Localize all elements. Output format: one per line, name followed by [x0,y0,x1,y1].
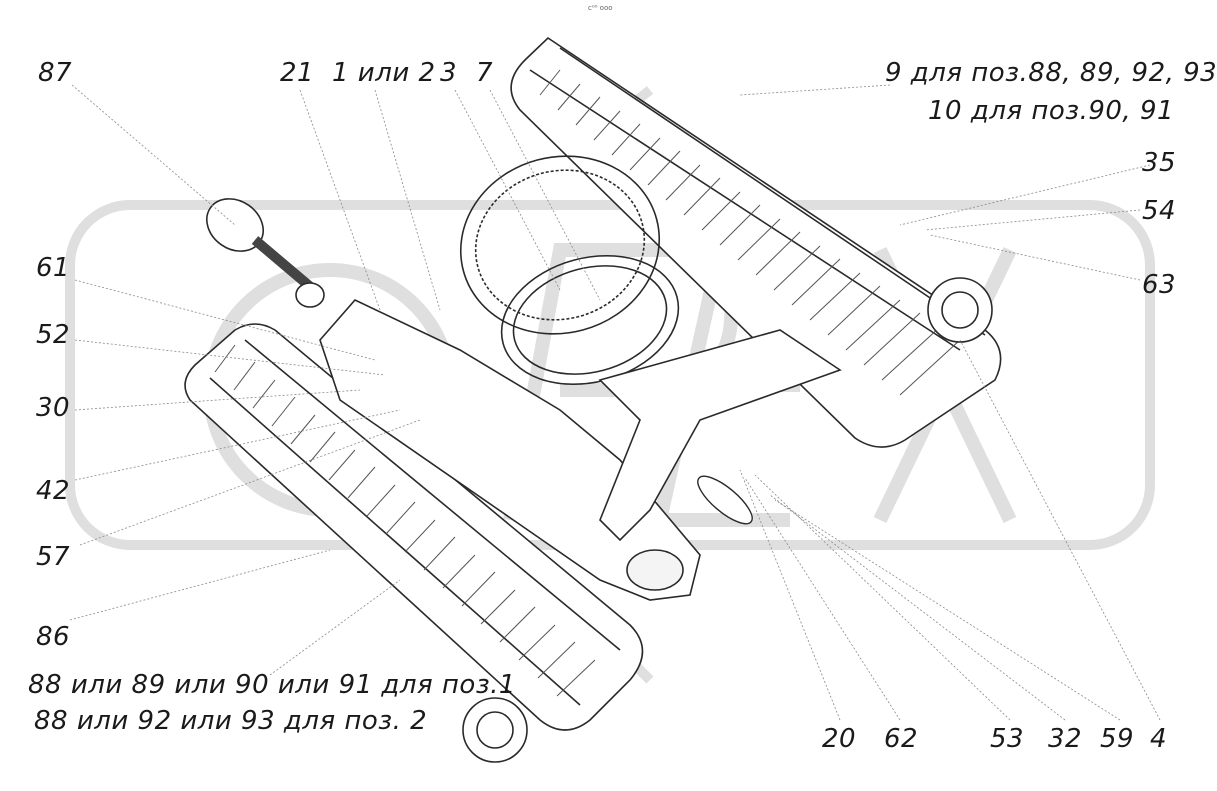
callout-88-pos1: 88 или 89 или 90 или 91 для поз.1 [28,670,516,700]
callout-3: 3 [440,58,458,88]
drive-sprocket-left [462,697,528,763]
callout-21: 21 [280,58,315,88]
callout-9: 9 для поз.88, 89, 92, 93 [885,58,1217,88]
sheet-mark: c⁰⁰ ooo [588,4,613,12]
callout-32: 32 [1048,724,1083,754]
callout-7: 7 [476,58,494,88]
leader-lines [69,84,1161,721]
callout-86: 86 [36,622,71,652]
callout-87: 87 [38,58,73,88]
callout-59: 59 [1100,724,1135,754]
upper-right-track [510,36,1002,448]
idler-tensioner [206,198,325,308]
callout-10: 10 для поз.90, 91 [928,96,1175,126]
cover-plate [697,475,753,525]
drive-sprocket-right [927,277,993,343]
callout-42: 42 [36,476,71,506]
callout-4: 4 [1150,724,1168,754]
undercarriage-frame [319,299,842,601]
callout-30: 30 [36,393,71,423]
callout-62: 62 [884,724,919,754]
callout-52: 52 [36,320,71,350]
callout-88-pos2: 88 или 92 или 93 для поз. 2 [34,706,428,736]
callout-57: 57 [36,542,71,572]
lower-left-track [184,323,644,731]
callout-20: 20 [822,724,857,754]
callout-35: 35 [1142,148,1177,178]
callout-61: 61 [36,253,71,283]
callout-54: 54 [1142,196,1177,226]
callout-63: 63 [1142,270,1177,300]
callout-53: 53 [990,724,1025,754]
callout-1-or-2: 1 или 2 [332,58,436,88]
